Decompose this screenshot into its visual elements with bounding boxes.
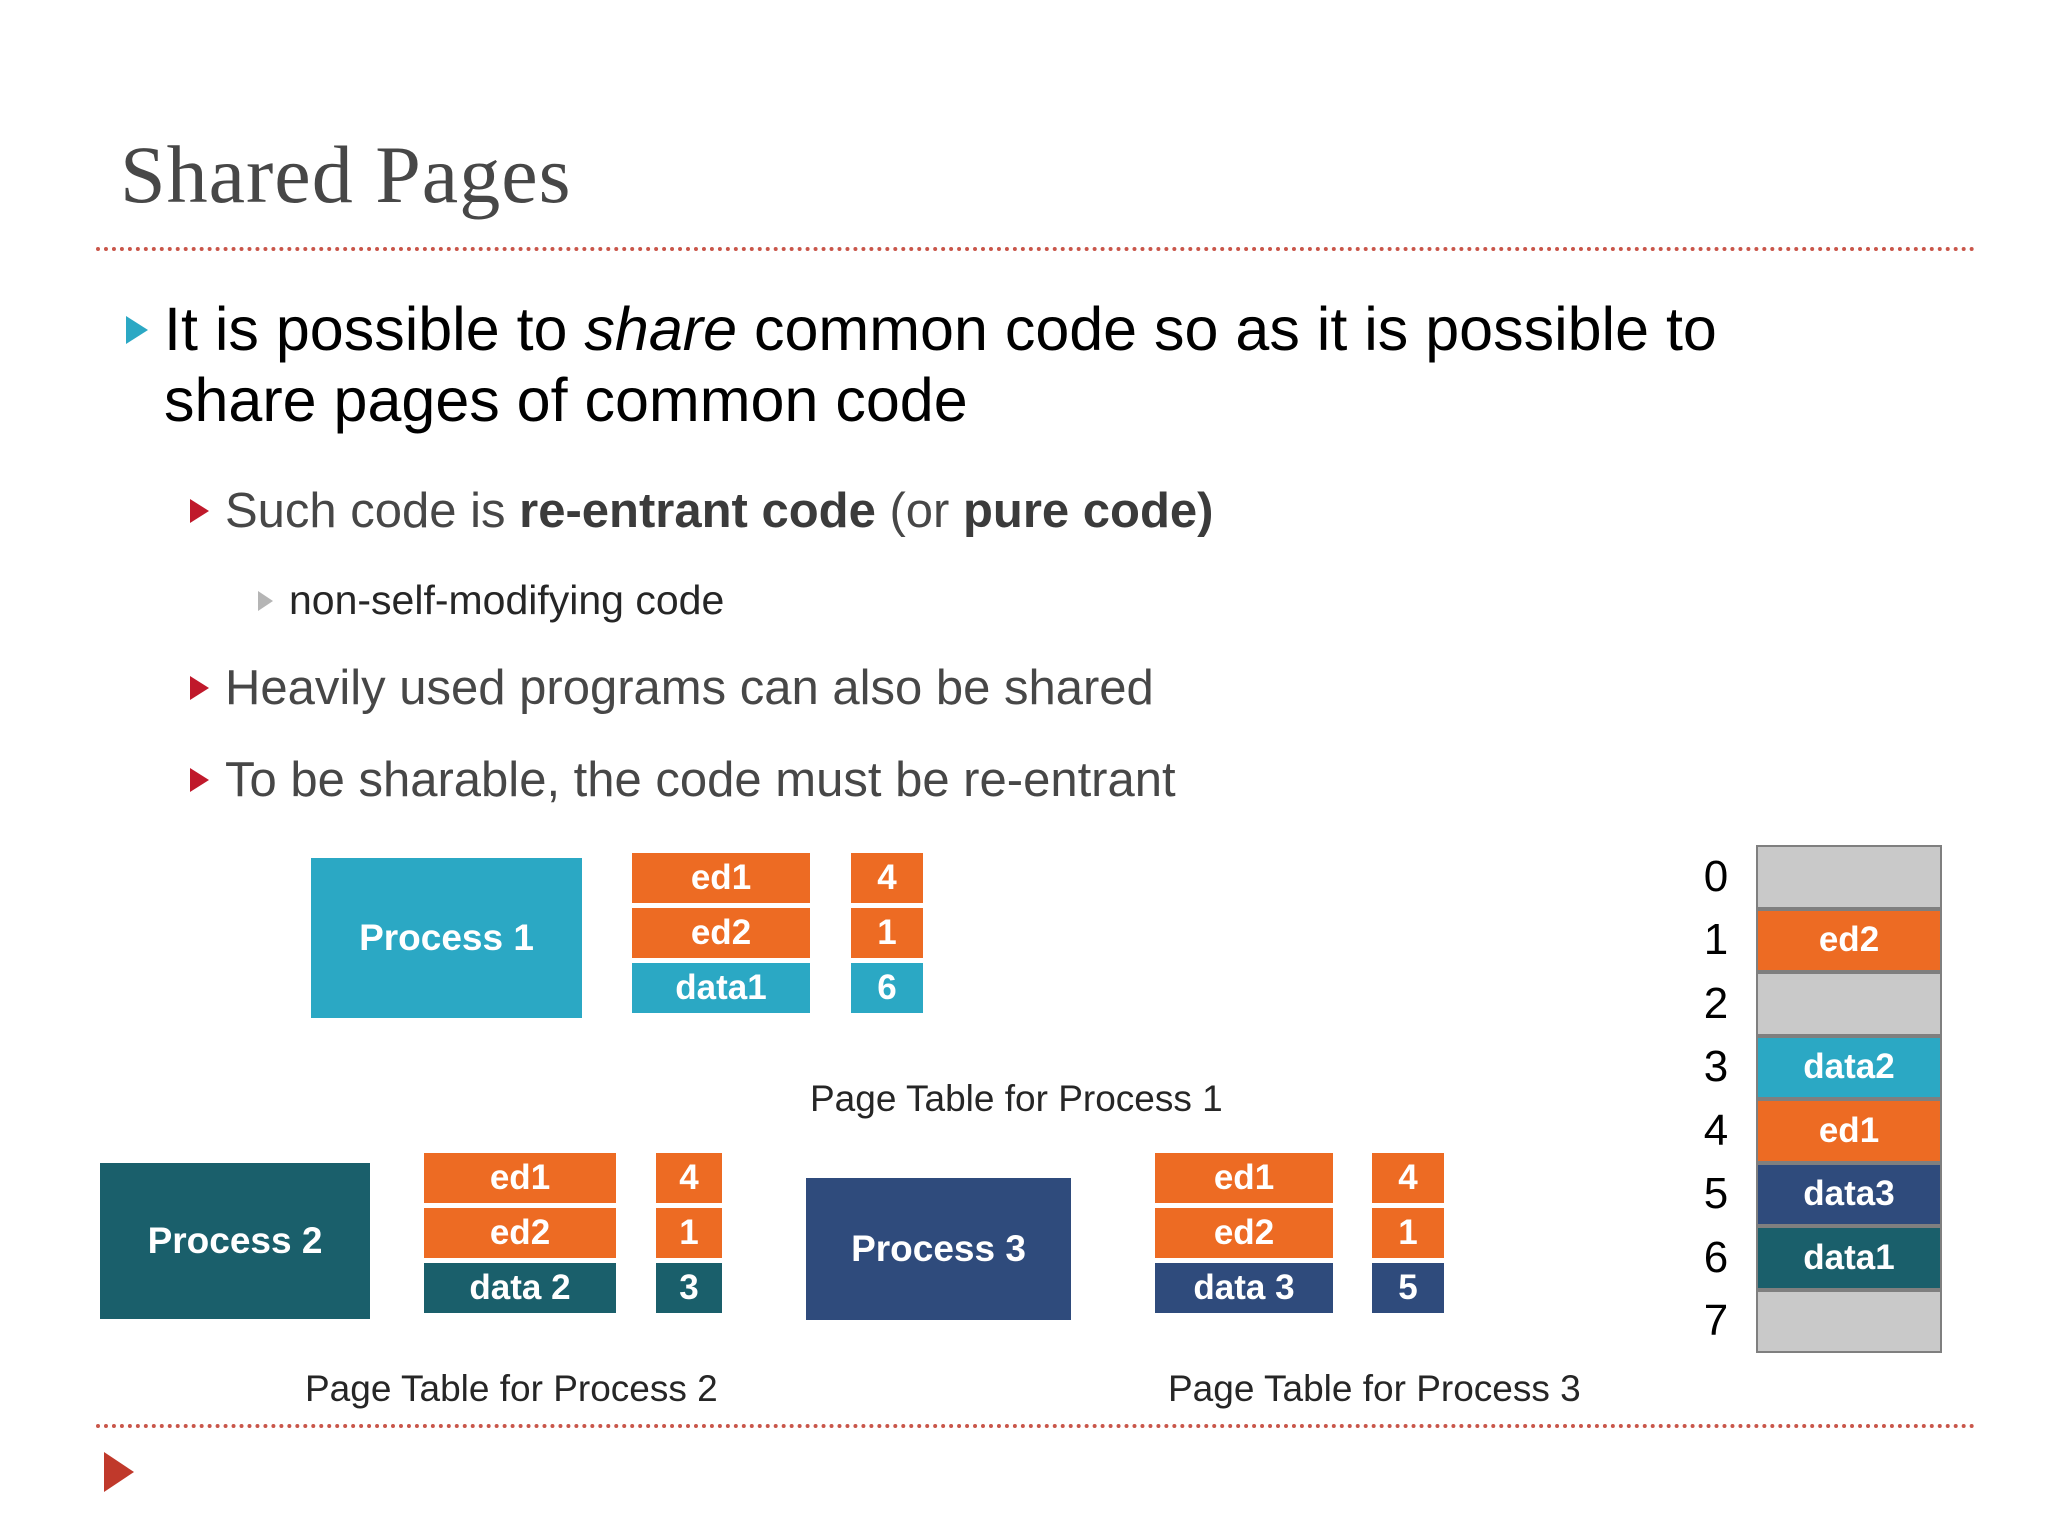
- bullet-level2-text: To be sharable, the code must be re-entr…: [225, 753, 1176, 807]
- page-table-3-caption: Page Table for Process 3: [1168, 1368, 1581, 1409]
- memory-frame-index: 1: [1703, 915, 1729, 965]
- page-table-row: data 2: [424, 1263, 616, 1313]
- page-table-1-caption: Page Table for Process 1: [810, 1078, 1223, 1119]
- bullet-level2-text: Heavily used programs can also be shared: [225, 661, 1154, 715]
- page-table-frame: 4: [851, 853, 923, 903]
- page-table-frame: 4: [656, 1153, 722, 1203]
- memory-frame-cell: data3: [1756, 1162, 1942, 1226]
- memory-frame-cell: [1756, 1289, 1942, 1353]
- page-table-frame: 4: [1372, 1153, 1444, 1203]
- page-table-frame: 1: [851, 908, 923, 958]
- page-table-process-1: ed1 ed2 data1 4 1 6: [632, 853, 923, 1018]
- page-table-row: ed1: [424, 1153, 616, 1203]
- page-table-frame: 3: [656, 1263, 722, 1313]
- process-2-box: Process 2: [100, 1163, 370, 1319]
- page-table-2-frame-column: 4 1 3: [656, 1153, 722, 1318]
- page-table-3-frame-column: 4 1 5: [1372, 1153, 1444, 1318]
- memory-frame-cell: [1756, 845, 1942, 909]
- memory-frame-cell: ed1: [1756, 1099, 1942, 1163]
- page-table-row: ed2: [1155, 1208, 1333, 1258]
- page-table-frame: 1: [656, 1208, 722, 1258]
- next-slide-arrow-icon[interactable]: [104, 1452, 134, 1492]
- bullet-marker-icon: [190, 499, 209, 523]
- page-table-row: ed2: [632, 908, 810, 958]
- memory-frame-index: 6: [1703, 1232, 1729, 1282]
- bullet-level2-reentrant: Such code is re-entrant code (or pure co…: [190, 483, 1790, 539]
- page-table-2-caption: Page Table for Process 2: [305, 1368, 718, 1409]
- bullet-level3-text: non-self-modifying code: [289, 577, 725, 623]
- memory-frame-index: 0: [1703, 851, 1729, 901]
- memory-frame-cell: [1756, 972, 1942, 1036]
- memory-frame-row: 1 ed2: [1690, 908, 1942, 972]
- bullet-marker-icon: [126, 316, 148, 344]
- bullet-level1-text: It is possible to share common code so a…: [164, 295, 1717, 435]
- page-table-row: data1: [632, 963, 810, 1013]
- page-table-row: data 3: [1155, 1263, 1333, 1313]
- bullet-level2-text: Such code is re-entrant code (or pure co…: [225, 484, 1214, 538]
- page-title: Shared Pages: [120, 129, 572, 220]
- footer-divider: [96, 1424, 1976, 1428]
- page-table-row: ed1: [1155, 1153, 1333, 1203]
- memory-frame-cell: data1: [1756, 1226, 1942, 1290]
- memory-frame-row: 7: [1690, 1289, 1942, 1353]
- memory-frame-cell: data2: [1756, 1035, 1942, 1099]
- memory-frame-row: 6 data1: [1690, 1226, 1942, 1290]
- process-3-box: Process 3: [806, 1178, 1071, 1320]
- page-table-frame: 1: [1372, 1208, 1444, 1258]
- page-table-frame: 5: [1372, 1263, 1444, 1313]
- memory-frame-cell: ed2: [1756, 908, 1942, 972]
- memory-frame-index: 4: [1703, 1105, 1729, 1155]
- page-table-row: ed2: [424, 1208, 616, 1258]
- process-1-box: Process 1: [311, 858, 582, 1018]
- bullet-level2-heavily-used: Heavily used programs can also be shared: [190, 660, 1790, 716]
- memory-frame-index: 7: [1703, 1296, 1729, 1346]
- bullet-level1-share-code: It is possible to share common code so a…: [126, 294, 1846, 437]
- title-divider: [96, 247, 1976, 251]
- bullet-marker-icon: [258, 591, 273, 611]
- memory-frame-row: 4 ed1: [1690, 1099, 1942, 1163]
- physical-memory-table: 0 1 ed2 2 3 data2 4 ed1 5 data3 6 data1 …: [1690, 845, 1942, 1353]
- bullet-level3-nonselfmodifying: non-self-modifying code: [258, 577, 1758, 624]
- memory-frame-row: 3 data2: [1690, 1035, 1942, 1099]
- memory-frame-row: 5 data3: [1690, 1162, 1942, 1226]
- page-table-1-frame-column: 4 1 6: [851, 853, 923, 1018]
- page-table-process-3: ed1 ed2 data 3 4 1 5: [1155, 1153, 1444, 1318]
- bullet-level2-sharable: To be sharable, the code must be re-entr…: [190, 752, 1790, 808]
- memory-frame-row: 0: [1690, 845, 1942, 909]
- page-table-row: ed1: [632, 853, 810, 903]
- page-table-2-name-column: ed1 ed2 data 2: [424, 1153, 616, 1318]
- page-table-process-2: ed1 ed2 data 2 4 1 3: [424, 1153, 722, 1318]
- bullet-marker-icon: [190, 676, 209, 700]
- memory-frame-index: 2: [1703, 978, 1729, 1028]
- page-table-1-name-column: ed1 ed2 data1: [632, 853, 810, 1018]
- memory-frame-row: 2: [1690, 972, 1942, 1036]
- page-table-3-name-column: ed1 ed2 data 3: [1155, 1153, 1333, 1318]
- memory-frame-index: 3: [1703, 1042, 1729, 1092]
- memory-frame-index: 5: [1703, 1169, 1729, 1219]
- page-table-frame: 6: [851, 963, 923, 1013]
- bullet-marker-icon: [190, 768, 209, 792]
